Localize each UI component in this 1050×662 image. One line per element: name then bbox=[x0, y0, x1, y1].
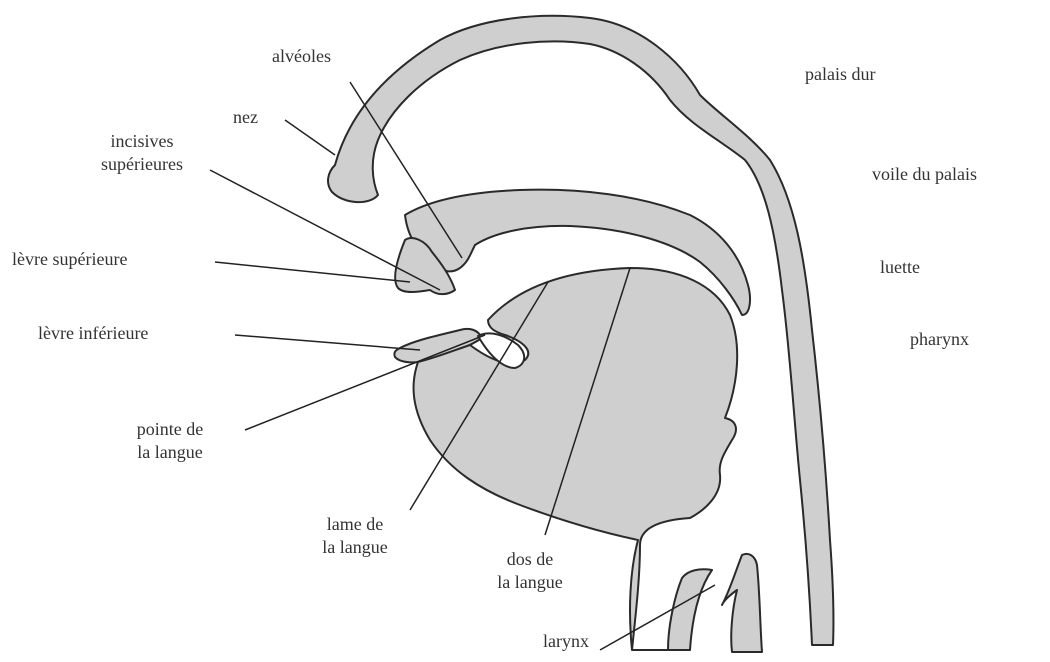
leader-nez bbox=[285, 120, 335, 155]
label-pointe-line1: pointe de bbox=[100, 418, 240, 441]
label-pharynx: pharynx bbox=[910, 328, 969, 351]
label-larynx: larynx bbox=[543, 630, 589, 653]
label-dos-de-la-langue: dos de la langue bbox=[465, 548, 595, 593]
label-dos-line2: la langue bbox=[465, 571, 595, 594]
label-pointe-de-la-langue: pointe de la langue bbox=[100, 418, 240, 463]
label-levre-inferieure: lèvre inférieure bbox=[38, 322, 148, 345]
label-incisives-line2: supérieures bbox=[72, 153, 212, 176]
label-nez: nez bbox=[233, 106, 258, 129]
label-levre-superieure: lèvre supérieure bbox=[12, 248, 127, 271]
label-palais-dur: palais dur bbox=[805, 63, 875, 86]
label-alveoles: alvéoles bbox=[272, 45, 331, 68]
label-pointe-line2: la langue bbox=[100, 441, 240, 464]
larynx-segment bbox=[722, 554, 762, 652]
label-dos-line1: dos de bbox=[465, 548, 595, 571]
label-lame-line1: lame de bbox=[290, 513, 420, 536]
label-incisives-line1: incisives bbox=[72, 130, 212, 153]
leader-larynx bbox=[600, 585, 715, 650]
label-voile-du-palais: voile du palais bbox=[872, 163, 977, 186]
leader-levre-superieure bbox=[215, 262, 410, 282]
label-incisives-superieures: incisives supérieures bbox=[72, 130, 212, 175]
label-lame-de-la-langue: lame de la langue bbox=[290, 513, 420, 558]
label-lame-line2: la langue bbox=[290, 536, 420, 559]
label-luette: luette bbox=[880, 256, 920, 279]
leader-levre-inferieure bbox=[235, 335, 420, 350]
leader-incisives bbox=[210, 170, 440, 290]
